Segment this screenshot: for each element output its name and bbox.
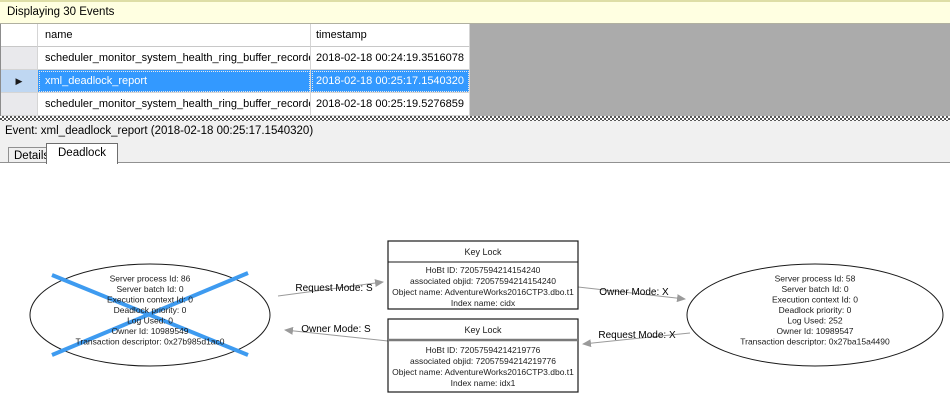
edge-label-request-mode-x: Request Mode: X	[598, 330, 676, 341]
row-selector-cell[interactable]	[1, 93, 38, 116]
detail-tabstrip: Details Deadlock	[0, 141, 950, 164]
process-victim-text: Server process Id: 86 Server batch Id: 0…	[76, 274, 225, 347]
bottom-objid: associated objid: 72057594214219776	[410, 356, 556, 366]
keylock-bottom-title: Key Lock	[464, 325, 502, 335]
edge-request-x	[582, 332, 691, 348]
bottom-objname: Object name: AdventureWorks2016CTP3.dbo.…	[392, 367, 574, 377]
bottom-idxname: Index name: idx1	[451, 378, 516, 388]
survivor-ownerid: Owner Id: 10989547	[776, 326, 853, 336]
bottom-hobt: HoBt ID: 72057594214219776	[426, 345, 541, 355]
keylock-node-top[interactable]: Key Lock HoBt ID: 72057594214154240 asso…	[387, 240, 579, 310]
top-objid: associated objid: 72057594214154240	[410, 276, 556, 286]
table-row-selected[interactable]: ▶ xml_deadlock_report 2018-02-18 00:25:1…	[1, 70, 470, 93]
keylock-bottom-text: HoBt ID: 72057594214219776 associated ob…	[392, 345, 574, 388]
edge-label-owner-mode-s: Owner Mode: S	[301, 324, 371, 335]
survivor-logused: Log Used: 252	[787, 316, 843, 326]
keylock-top-title: Key Lock	[464, 247, 502, 257]
event-timestamp-cell[interactable]: 2018-02-18 00:24:19.3516078	[311, 47, 470, 70]
victim-ownerid: Owner Id: 10989549	[111, 326, 188, 336]
deadlock-graph: Request Mode: S Owner Mode: S Owner Mode…	[29, 240, 944, 393]
process-node-survivor[interactable]: Server process Id: 58 Server batch Id: 0…	[686, 263, 944, 367]
events-grid: name timestamp scheduler_monitor_system_…	[1, 24, 470, 116]
event-timestamp-cell[interactable]: 2018-02-18 00:25:19.5276859	[311, 93, 470, 116]
process-survivor-text: Server process Id: 58 Server batch Id: 0…	[740, 274, 890, 347]
keylock-top-text: HoBt ID: 72057594214154240 associated ob…	[392, 265, 574, 308]
events-grid-zone: name timestamp scheduler_monitor_system_…	[0, 24, 950, 116]
row-selector-header	[1, 24, 38, 47]
events-count-header: Displaying 30 Events	[0, 0, 950, 24]
survivor-batch: Server batch Id: 0	[781, 284, 848, 294]
selected-event-label: Event: xml_deadlock_report (2018-02-18 0…	[0, 121, 950, 141]
top-hobt: HoBt ID: 72057594214154240	[426, 265, 541, 275]
tab-deadlock[interactable]: Deadlock	[46, 143, 118, 164]
top-objname: Object name: AdventureWorks2016CTP3.dbo.…	[392, 287, 574, 297]
row-selector-cell[interactable]: ▶	[1, 70, 38, 93]
survivor-txdesc: Transaction descriptor: 0x27ba15a4490	[740, 337, 890, 347]
survivor-spid: Server process Id: 58	[775, 274, 856, 284]
victim-context: Execution context Id: 0	[107, 295, 193, 305]
event-name-cell[interactable]: xml_deadlock_report	[38, 70, 311, 93]
column-header-name[interactable]: name	[38, 24, 311, 47]
victim-logused: Log Used: 0	[127, 316, 173, 326]
survivor-context: Execution context Id: 0	[772, 295, 858, 305]
process-node-victim[interactable]: Server process Id: 86 Server batch Id: 0…	[29, 263, 271, 367]
victim-batch: Server batch Id: 0	[116, 284, 183, 294]
top-idxname: Index name: cidx	[451, 298, 516, 308]
tab-details[interactable]: Details	[8, 147, 56, 163]
edge-label-request-mode-s: Request Mode: S	[295, 283, 373, 294]
table-row[interactable]: scheduler_monitor_system_health_ring_buf…	[1, 47, 470, 70]
event-timestamp-cell[interactable]: 2018-02-18 00:25:17.1540320	[311, 70, 470, 93]
survivor-priority: Deadlock priority: 0	[779, 305, 852, 315]
current-row-arrow-icon: ▶	[15, 76, 23, 86]
grid-header-row: name timestamp	[1, 24, 470, 47]
edge-label-owner-mode-x: Owner Mode: X	[599, 287, 669, 298]
victim-priority: Deadlock priority: 0	[114, 305, 187, 315]
table-row[interactable]: scheduler_monitor_system_health_ring_buf…	[1, 93, 470, 116]
event-name-cell[interactable]: scheduler_monitor_system_health_ring_buf…	[38, 47, 311, 70]
deadlock-graph-pane: Request Mode: S Owner Mode: S Owner Mode…	[0, 162, 950, 400]
event-name-cell[interactable]: scheduler_monitor_system_health_ring_buf…	[38, 93, 311, 116]
row-selector-cell[interactable]	[1, 47, 38, 70]
horizontal-splitter[interactable]	[0, 116, 950, 121]
edge-owner-x	[577, 286, 686, 303]
keylock-node-bottom[interactable]: Key Lock HoBt ID: 72057594214219776 asso…	[387, 318, 579, 393]
edge-request-s	[277, 279, 384, 297]
victim-txdesc: Transaction descriptor: 0x27b985d1ac0	[76, 337, 225, 347]
victim-spid: Server process Id: 86	[110, 274, 191, 284]
column-header-timestamp[interactable]: timestamp	[311, 24, 470, 47]
edge-owner-s	[284, 326, 389, 342]
